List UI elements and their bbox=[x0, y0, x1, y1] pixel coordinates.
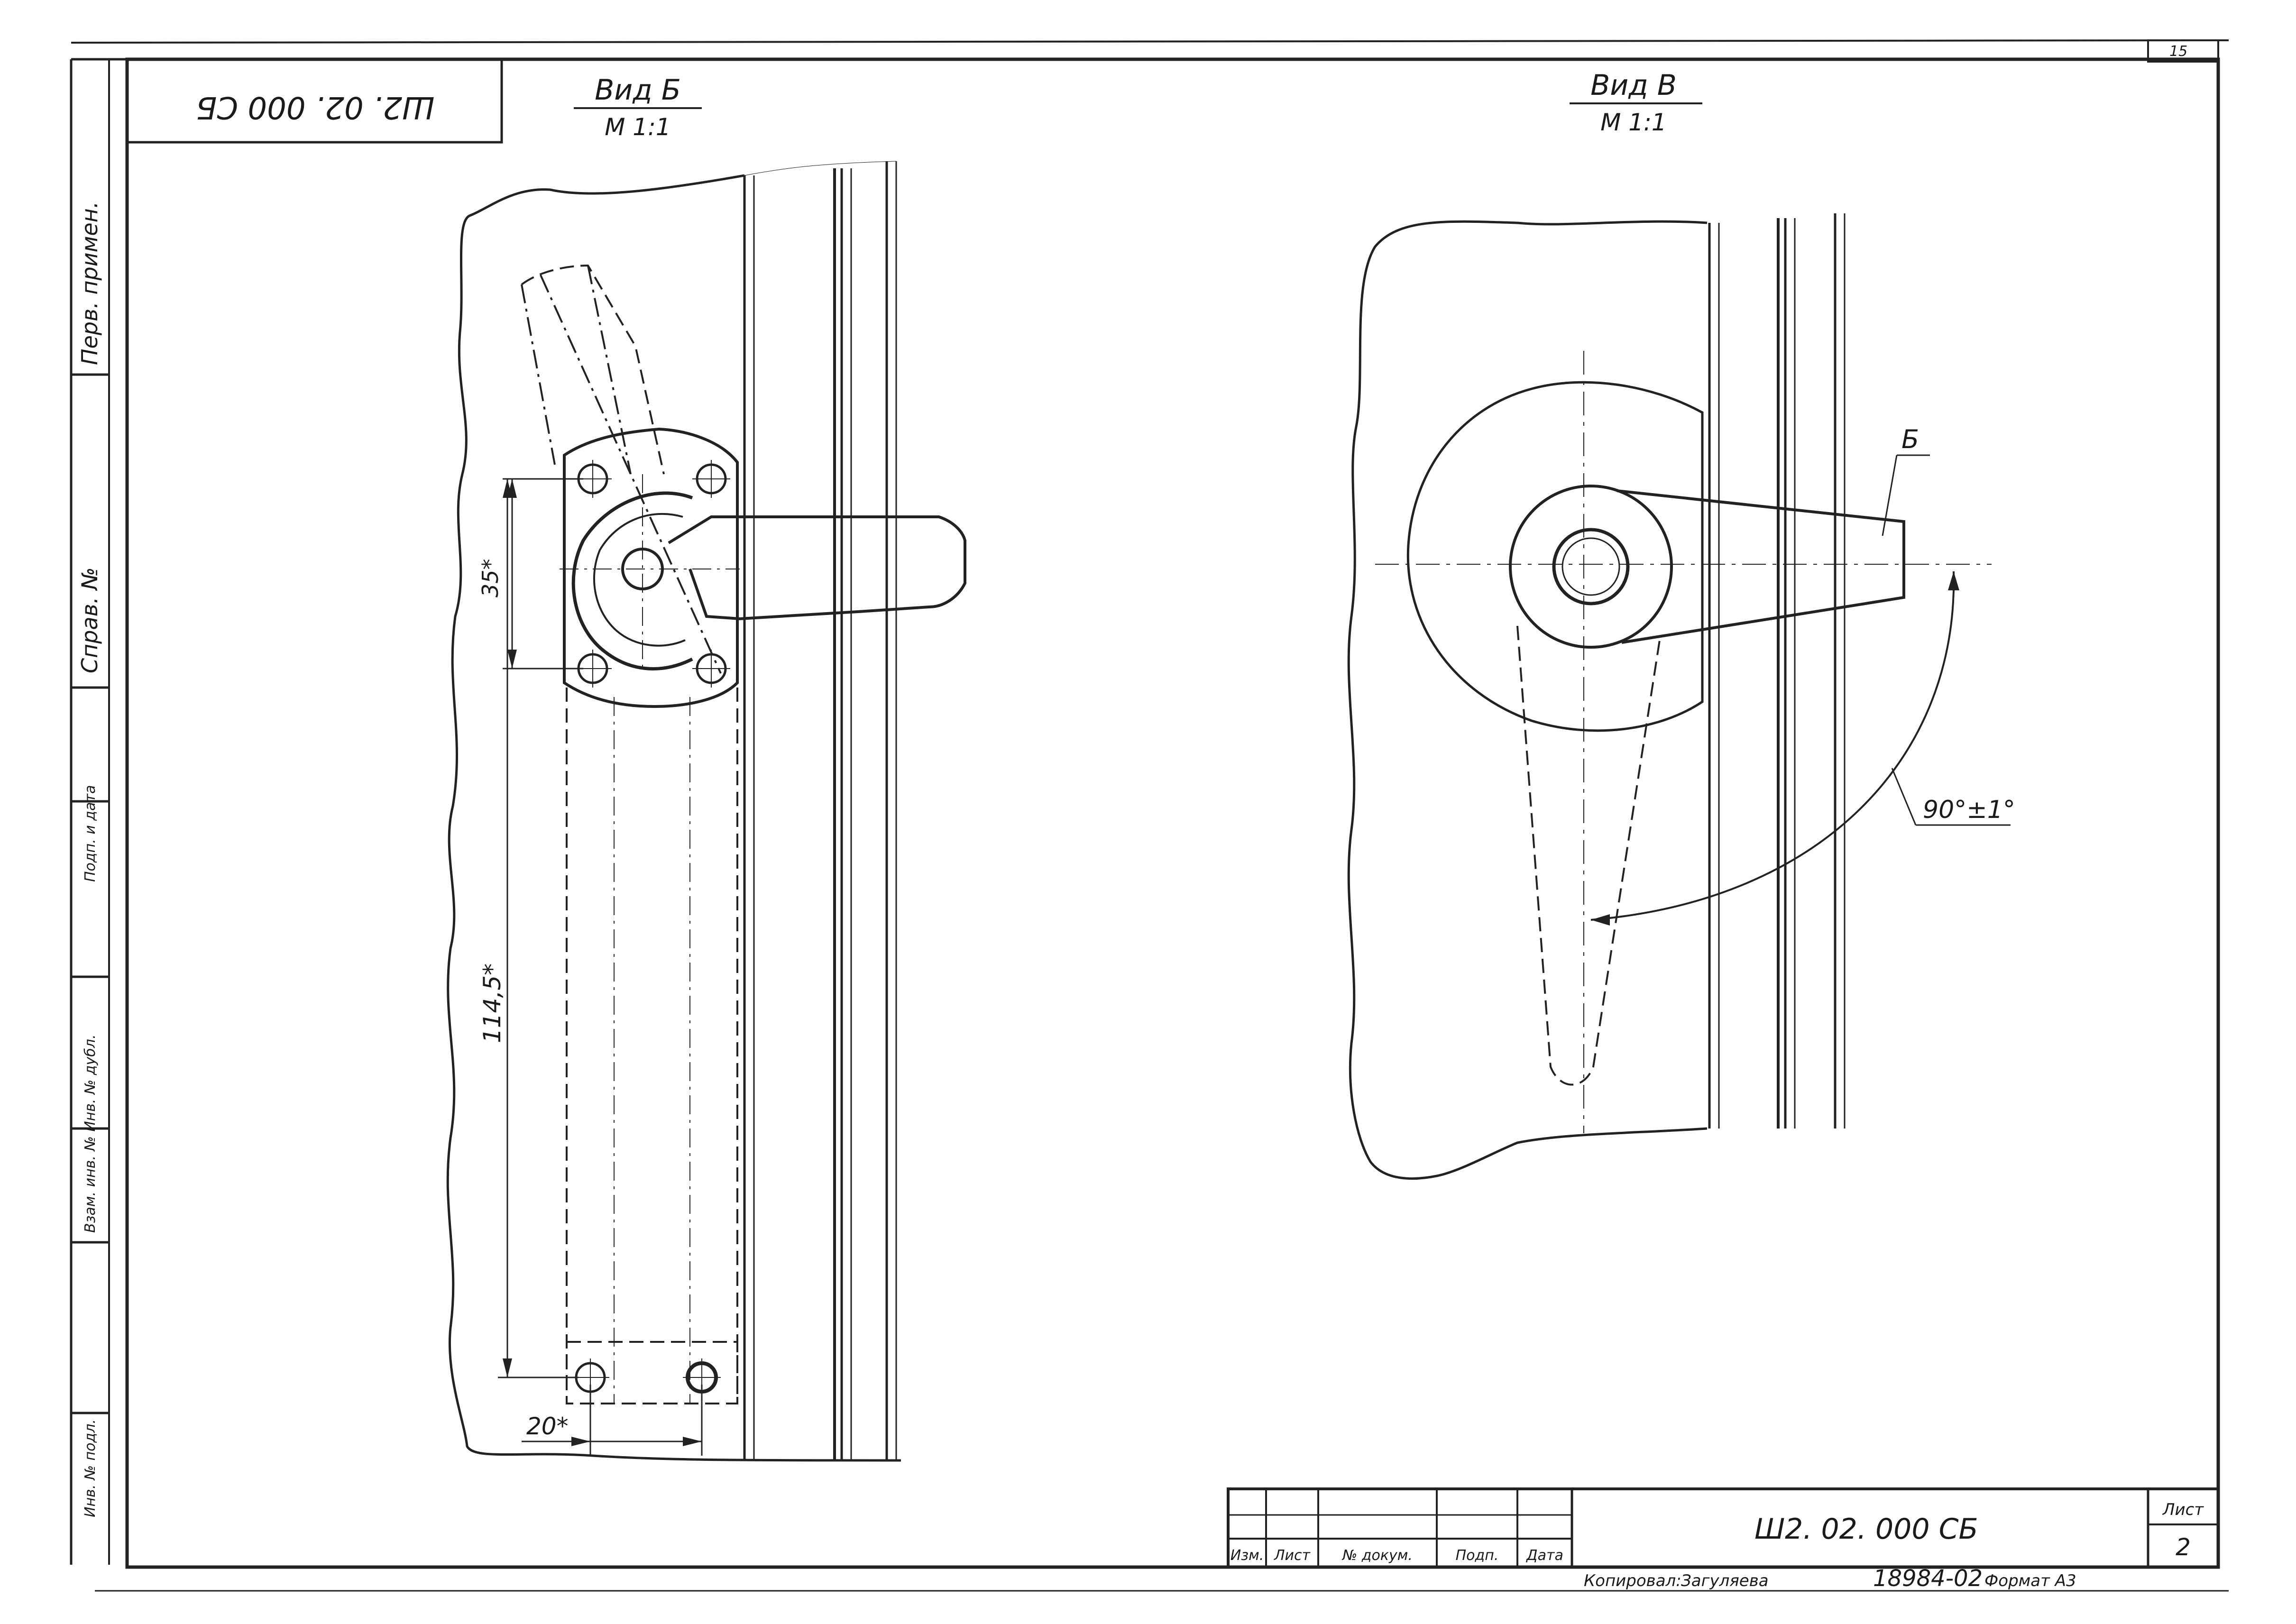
col-n-dokum: № докум. bbox=[1341, 1547, 1413, 1564]
copied-label: Копировал: bbox=[1584, 1571, 1681, 1590]
bottom-holes bbox=[571, 1358, 721, 1396]
col-list: Лист bbox=[1274, 1547, 1311, 1564]
sheet-number: 2 bbox=[2176, 1533, 2191, 1561]
col-izm: Изм. bbox=[1231, 1547, 1264, 1564]
label-inv-podl: Инв. № подл. bbox=[82, 1419, 99, 1517]
angle-arc bbox=[1590, 571, 1955, 921]
hub-outer bbox=[1509, 485, 1673, 649]
side-strip: Перв. примен. Справ. № Подп. и дата Взам… bbox=[77, 202, 102, 1517]
copied-by: Загуляева bbox=[1681, 1571, 1769, 1590]
top-stamp: Ш2. 02. 000 СБ bbox=[126, 58, 503, 144]
view-b-title: Вид Б bbox=[595, 73, 681, 107]
view-b: Вид Б М 1:1 bbox=[446, 73, 966, 1462]
lever-handle-b bbox=[668, 515, 966, 621]
leader-lines bbox=[1882, 454, 2011, 826]
view-v: Вид В М 1:1 bbox=[1347, 69, 2015, 1180]
view-v-title: Вид В bbox=[1590, 69, 1677, 102]
col-data: Дата bbox=[1525, 1547, 1563, 1564]
lever-phantom-down bbox=[1516, 625, 1661, 1086]
dimension-lines-b bbox=[498, 478, 703, 1456]
view-b-scale: М 1:1 bbox=[605, 113, 671, 141]
shaft-circle bbox=[1552, 528, 1630, 606]
sheet-label: Лист bbox=[2162, 1500, 2204, 1519]
label-inv-dubl: Взам. инв. № Инв. № дубл. bbox=[82, 1035, 99, 1233]
flange-plate bbox=[563, 427, 739, 708]
lever-phantom-down bbox=[566, 688, 738, 1404]
dim-20: 20* bbox=[526, 1413, 569, 1440]
label-sprav-no: Справ. № bbox=[77, 567, 102, 673]
designation: Ш2. 02. 000 СБ bbox=[1754, 1513, 1978, 1546]
dim-114-5: 114,5* bbox=[478, 963, 506, 1043]
rail-profile-v bbox=[1708, 213, 1846, 1129]
dim-35: 35* bbox=[478, 559, 503, 597]
hub-ring bbox=[571, 491, 693, 670]
top-stamp-text: Ш2. 02. 000 СБ bbox=[196, 90, 434, 125]
page-corner-number: 15 bbox=[2169, 43, 2187, 60]
label-perv-primen: Перв. примен. bbox=[77, 202, 102, 365]
view-b-boundary bbox=[446, 174, 901, 1462]
dim-angle: 90°±1° bbox=[1923, 796, 2015, 824]
view-v-scale: М 1:1 bbox=[1600, 109, 1667, 136]
disc bbox=[1406, 381, 1704, 732]
title-block bbox=[1227, 1487, 2220, 1569]
footer: Копировал: Загуляева 18984-02 Формат А3 bbox=[1584, 1565, 2076, 1592]
sheet-frame bbox=[70, 39, 2229, 1592]
lever-handle-v bbox=[1616, 489, 1905, 644]
format-label: Формат А3 bbox=[1984, 1571, 2076, 1590]
doc-number: 18984-02 bbox=[1873, 1565, 1983, 1592]
position-label: Б bbox=[1901, 424, 1919, 454]
label-podp-data: Подп. и дата bbox=[82, 785, 99, 882]
view-v-boundary bbox=[1347, 220, 1708, 1180]
col-podp: Подп. bbox=[1456, 1547, 1499, 1564]
lever-phantom-up bbox=[521, 264, 665, 475]
rail-profile-b bbox=[743, 161, 897, 1460]
